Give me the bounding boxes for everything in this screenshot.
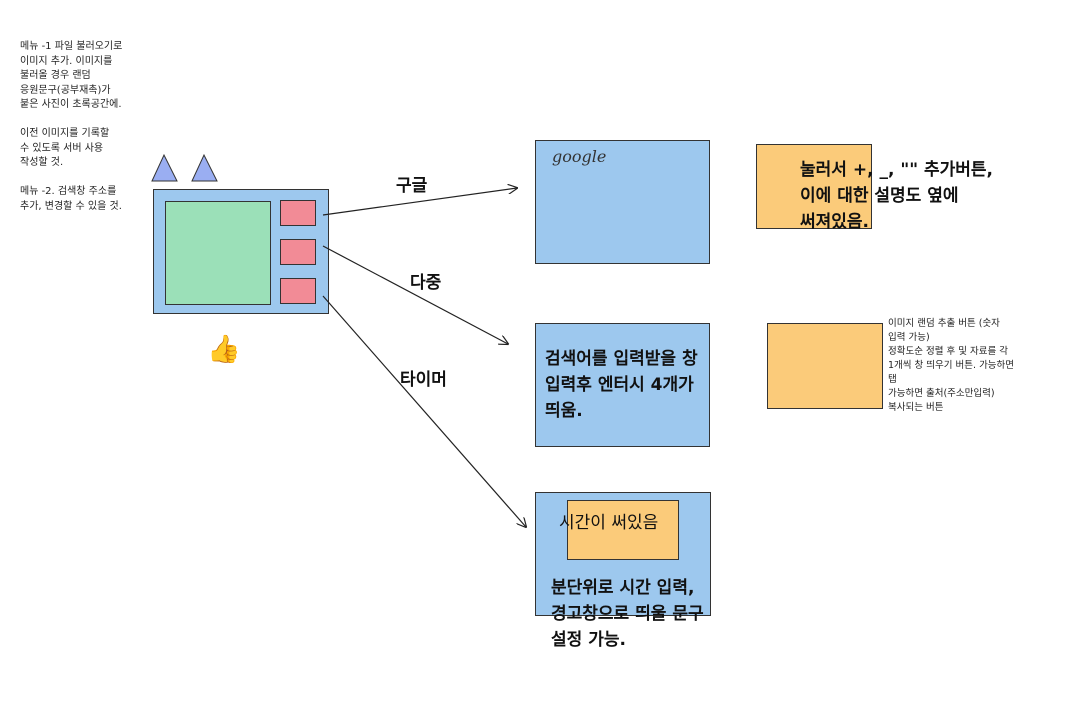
image-area: [165, 201, 271, 305]
google-button[interactable]: [280, 200, 316, 226]
google-sticky: [756, 144, 872, 229]
app-window: [153, 189, 329, 314]
multi-button[interactable]: [280, 239, 316, 265]
multi-main-text: 검색어를 입력받을 창 입력후 엔터시 4개가 띄움.: [545, 349, 698, 421]
menu-note: 메뉴 -1 파일 불러오기로 이미지 추가. 이미지를 불러올 경우 랜덤 응원…: [20, 41, 123, 212]
timer-inner-label: 시간이 써있음: [559, 513, 659, 533]
timer-description: 분단위로 시간 입력, 경고창으로 띄울 문구 설정 가능.: [551, 578, 704, 650]
triangle-right-icon: [191, 153, 218, 182]
google-label: 구글: [396, 176, 428, 196]
arrow-google: [322, 188, 517, 216]
triangle-icons: [151, 153, 218, 182]
timer-display: [567, 500, 679, 560]
arrow-multi: [322, 245, 508, 344]
multi-sticky: [767, 323, 883, 409]
google-panel: google: [535, 140, 710, 264]
multi-label: 다중: [410, 273, 442, 293]
timer-button[interactable]: [280, 278, 316, 304]
thumbs-up-icon: 👍: [207, 334, 241, 365]
multi-panel: [535, 323, 710, 447]
arrow-timer: [322, 295, 526, 527]
triangle-left-icon: [151, 153, 178, 182]
google-logo-text: google: [552, 147, 607, 166]
timer-panel: [535, 492, 711, 616]
multi-side-note: 이미지 랜덤 추출 버튼 (숫자 입력 가능) 정확도순 정렬 후 및 자료를 …: [888, 318, 1015, 413]
google-side-note: 눌러서 +, _, "" 추가버튼, 이에 대한 설명도 옆에 써져있음.: [800, 160, 993, 232]
timer-label: 타이머: [400, 370, 447, 390]
